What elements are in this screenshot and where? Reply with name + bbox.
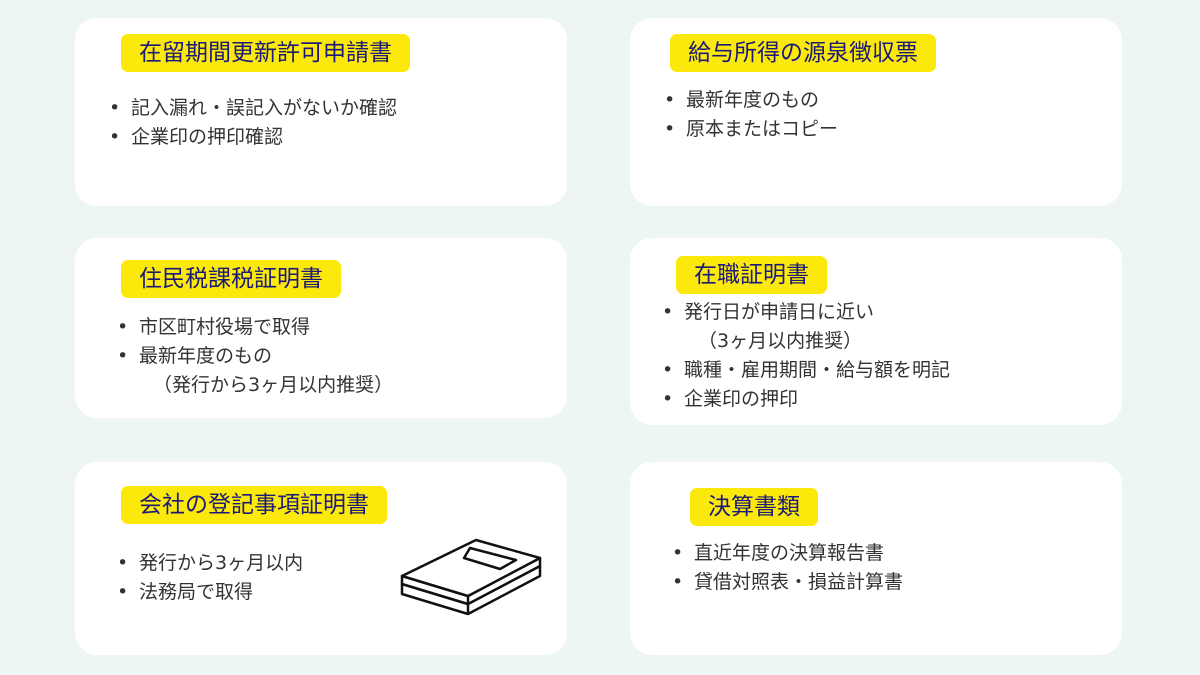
list-item: 発行から3ヶ月以内 [115,549,303,578]
card-residence-renewal: 在留期間更新許可申請書 記入漏れ・誤記入がないか確認 企業印の押印確認 [75,18,567,206]
list-item: 直近年度の決算報告書 [670,539,903,568]
card-title: 決算書類 [690,488,818,526]
card-withholding-slip: 給与所得の源泉徴収票 最新年度のもの 原本またはコピー [630,18,1122,206]
list-item: 最新年度のもの （発行から3ヶ月以内推奨） [115,342,393,400]
card-title: 住民税課税証明書 [121,260,341,298]
list-item: 原本またはコピー [662,115,838,144]
card-title: 在留期間更新許可申請書 [121,34,410,72]
card-title: 在職証明書 [676,256,827,294]
item-text: 最新年度のもの [139,345,273,367]
list-item: 職種・雇用期間・給与額を明記 [660,356,950,385]
item-text: 発行日が申請日に近い [684,301,875,323]
checklist: 市区町村役場で取得 最新年度のもの （発行から3ヶ月以内推奨） [115,313,393,400]
list-item: 記入漏れ・誤記入がないか確認 [107,94,397,123]
book-icon [400,538,542,616]
checklist: 発行日が申請日に近い （3ヶ月以内推奨） 職種・雇用期間・給与額を明記 企業印の押… [660,298,950,414]
item-note: （3ヶ月以内推奨） [698,330,863,352]
list-item: 法務局で取得 [115,578,303,607]
item-note: （発行から3ヶ月以内推奨） [153,374,394,396]
card-employment-certificate: 在職証明書 発行日が申請日に近い （3ヶ月以内推奨） 職種・雇用期間・給与額を明記… [630,238,1122,425]
list-item: 市区町村役場で取得 [115,313,393,342]
checklist: 発行から3ヶ月以内 法務局で取得 [115,549,303,607]
list-item: 企業印の押印 [660,385,950,414]
card-resident-tax: 住民税課税証明書 市区町村役場で取得 最新年度のもの （発行から3ヶ月以内推奨） [75,238,567,418]
list-item: 企業印の押印確認 [107,123,397,152]
card-financial-statements: 決算書類 直近年度の決算報告書 貸借対照表・損益計算書 [630,462,1122,655]
checklist: 直近年度の決算報告書 貸借対照表・損益計算書 [670,539,903,597]
list-item: 発行日が申請日に近い （3ヶ月以内推奨） [660,298,950,356]
card-title: 会社の登記事項証明書 [121,486,387,524]
list-item: 最新年度のもの [662,86,838,115]
checklist: 最新年度のもの 原本またはコピー [662,86,838,144]
list-item: 貸借対照表・損益計算書 [670,568,903,597]
card-title: 給与所得の源泉徴収票 [670,34,936,72]
checklist: 記入漏れ・誤記入がないか確認 企業印の押印確認 [107,94,397,152]
